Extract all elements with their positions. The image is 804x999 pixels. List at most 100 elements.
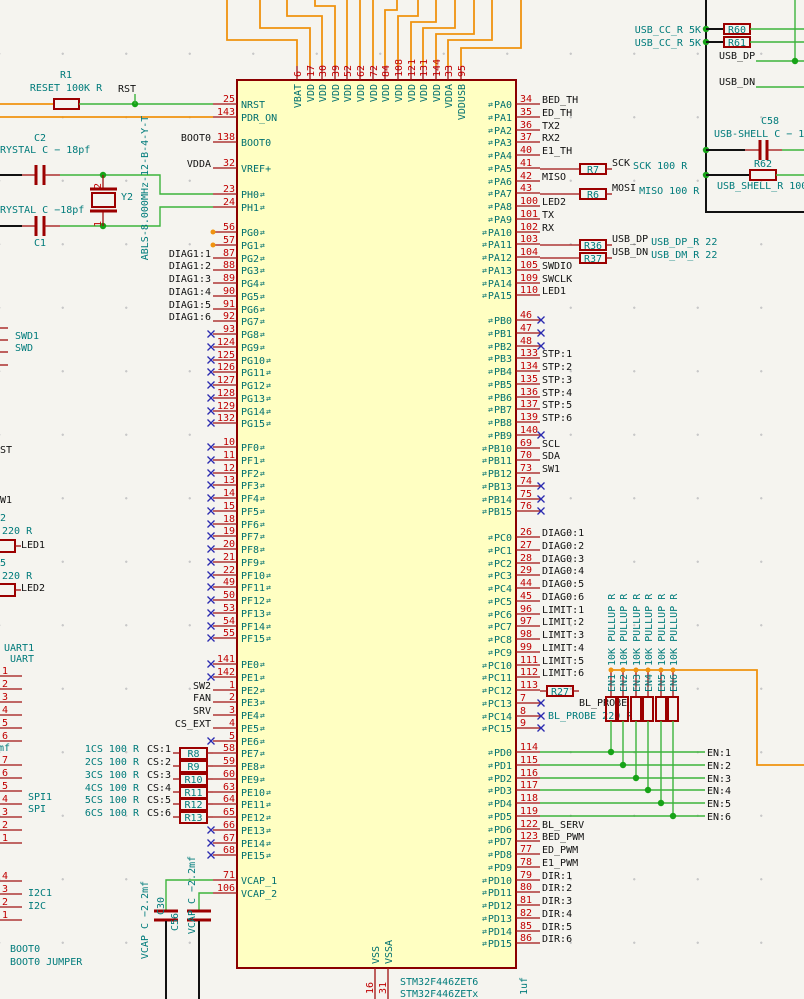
pin-pd9[interactable]: 78PD9⇄E1_PWM — [488, 857, 578, 874]
pin-pc14[interactable]: 8PC14⇄ — [482, 706, 545, 723]
pin-pc9[interactable]: 99PC9⇄LIMIT:4 — [488, 642, 584, 659]
pin-pd5[interactable]: 119PD5⇄EN:6 — [488, 806, 731, 823]
pin-pa11[interactable]: 103PA11⇄R36USB_DPUSB_DP_R 22 — [482, 234, 717, 252]
pin-pa10[interactable]: 102PA10⇄RX — [482, 222, 554, 239]
pin-pd7[interactable]: 123PD7⇄BED_PWM — [488, 831, 584, 848]
pullup-resistor-en6[interactable]: 10K PULLUP REN6 — [667, 593, 680, 816]
pin-pf1[interactable]: 11PF1⇄ — [207, 450, 266, 467]
pin-vcap_2[interactable]: 106VCAP_2 — [213, 883, 277, 900]
pin-pa9[interactable]: 101PA9⇄TX — [488, 209, 554, 226]
pin-pd15[interactable]: 86PD15⇄DIR:6 — [482, 933, 572, 950]
pin-pg14[interactable]: 129PG14⇄ — [207, 401, 272, 418]
pin-vddusb-95[interactable]: 95VDDUSB — [457, 65, 468, 120]
pin-pa15[interactable]: 110PA15⇄LED1 — [482, 285, 566, 302]
pin-vdda-33[interactable]: 33VDDA — [444, 65, 455, 108]
pin-pe2[interactable]: 1PE2⇄SW2 — [193, 680, 265, 697]
pin-pc4[interactable]: 44PC4⇄DIAG0:5 — [488, 578, 584, 595]
pin-pg11[interactable]: 126PG11⇄ — [207, 362, 272, 379]
pin-pf10[interactable]: 22PF10⇄ — [207, 565, 272, 582]
pin-pc12[interactable]: 113PC12⇄R27BL_PROBEBL_PROBE 220 R — [482, 680, 633, 722]
pin-pb15[interactable]: 76PB15⇄ — [482, 501, 545, 518]
pin-pc8[interactable]: 98PC8⇄LIMIT:3 — [488, 629, 584, 646]
pin-ph0[interactable]: 23PH0⇄ — [213, 184, 265, 201]
pin-pb6[interactable]: 136PB6⇄STP:4 — [488, 387, 572, 404]
pin-pg9[interactable]: 124PG9⇄ — [207, 337, 266, 354]
pin-pa8[interactable]: 100PA8⇄LED2 — [488, 196, 566, 213]
pin-vdd-30[interactable]: 30VDD — [318, 65, 329, 102]
pin-pg15[interactable]: 132PG15⇄ — [207, 413, 272, 430]
pin-pb13[interactable]: 74PB13⇄ — [482, 476, 545, 493]
pin-pf2[interactable]: 12PF2⇄ — [207, 463, 266, 480]
pin-pd14[interactable]: 85PD14⇄DIR:5 — [482, 921, 572, 938]
pin-vdd-62[interactable]: 62VDD — [356, 65, 367, 102]
pullup-resistor-en5[interactable]: 10K PULLUP REN5 — [655, 593, 668, 803]
pin-pb3[interactable]: 133PB3⇄STP:1 — [488, 348, 572, 365]
pin-vdd-52[interactable]: 52VDD — [343, 65, 354, 102]
pin-pg0[interactable]: 56PG0⇄ — [213, 222, 265, 239]
pin-pb0[interactable]: 46PB0⇄ — [488, 310, 545, 327]
pin-vdd-121[interactable]: 121VDD — [407, 59, 418, 102]
pin-pc15[interactable]: 9PC15⇄ — [482, 718, 545, 735]
pin-pa3[interactable]: 37PA3⇄RX2 — [488, 132, 560, 149]
pin-vdd-84[interactable]: 84VDD — [381, 65, 392, 102]
pin-pdr_on[interactable]: 143PDR_ON — [213, 107, 277, 124]
pin-vdd-144[interactable]: 144VDD — [432, 59, 443, 102]
pin-pa1[interactable]: 35PA1⇄ED_TH — [488, 107, 572, 124]
pin-pb1[interactable]: 47PB1⇄ — [488, 323, 545, 340]
pin-pc3[interactable]: 29PC3⇄DIAG0:4 — [488, 565, 584, 582]
pin-pd10[interactable]: 79PD10⇄DIR:1 — [482, 870, 572, 887]
pin-pf7[interactable]: 19PF7⇄ — [207, 526, 266, 543]
pin-pf8[interactable]: 20PF8⇄ — [207, 539, 266, 556]
pin-boot0[interactable]: 138BOOT0BOOT0 — [181, 132, 271, 149]
pin-pe12[interactable]: 65PE12⇄R136CS 100 RCS:6 — [85, 807, 271, 824]
pin-pc7[interactable]: 97PC7⇄LIMIT:2 — [488, 616, 584, 633]
pin-pc11[interactable]: 112PC11⇄LIMIT:6 — [482, 667, 584, 684]
pullup-resistor-en1[interactable]: 10K PULLUP REN1 — [605, 593, 618, 752]
pin-pb2[interactable]: 48PB2⇄ — [488, 336, 545, 353]
pin-vdd-108[interactable]: 108VDD — [394, 59, 405, 102]
pin-pa2[interactable]: 36PA2⇄TX2 — [488, 120, 560, 137]
pin-pe15[interactable]: 68PE15⇄ — [207, 845, 272, 862]
pin-pg5[interactable]: 90PG5⇄DIAG1:4 — [169, 286, 265, 303]
pin-pe4[interactable]: 3PE4⇄SRV — [193, 705, 265, 722]
pin-pf5[interactable]: 15PF5⇄ — [207, 501, 266, 518]
pin-pg2[interactable]: 87PG2⇄DIAG1:1 — [169, 248, 265, 265]
pin-pg4[interactable]: 89PG4⇄DIAG1:3 — [169, 273, 265, 290]
pin-pg10[interactable]: 125PG10⇄ — [207, 350, 272, 367]
pin-pd3[interactable]: 117PD3⇄EN:4 — [488, 780, 731, 797]
pin-pd11[interactable]: 80PD11⇄DIR:2 — [482, 882, 572, 899]
pin-pg13[interactable]: 128PG13⇄ — [207, 388, 272, 405]
pin-pa6[interactable]: 42PA6⇄MISO — [488, 171, 566, 188]
pin-pb7[interactable]: 137PB7⇄STP:5 — [488, 399, 572, 416]
pin-pd13[interactable]: 82PD13⇄DIR:4 — [482, 908, 572, 925]
pin-pb10[interactable]: 69PB10⇄SCL — [482, 438, 560, 455]
pin-ph1[interactable]: 24PH1⇄ — [213, 197, 265, 214]
pin-pg7[interactable]: 92PG7⇄DIAG1:6 — [169, 311, 265, 328]
pin-pg6[interactable]: 91PG6⇄DIAG1:5 — [169, 299, 265, 316]
pin-pd2[interactable]: 116PD2⇄EN:3 — [488, 768, 731, 785]
pullup-resistor-en4[interactable]: 10K PULLUP REN4 — [642, 593, 655, 790]
pin-pc5[interactable]: 45PC5⇄DIAG0:6 — [488, 591, 584, 608]
pin-pf15[interactable]: 55PF15⇄ — [207, 628, 272, 645]
pin-pg3[interactable]: 88PG3⇄DIAG1:2 — [169, 260, 265, 277]
pin-pd12[interactable]: 81PD12⇄DIR:3 — [482, 895, 572, 912]
pin-vdd-17[interactable]: 17VDD — [306, 65, 317, 102]
pin-pd4[interactable]: 118PD4⇄EN:5 — [488, 793, 731, 810]
pin-pe1[interactable]: 142PE1⇄ — [207, 667, 266, 684]
pin-pa5[interactable]: 41PA5⇄R7SCKSCK 100 R — [488, 158, 688, 176]
pin-pf4[interactable]: 14PF4⇄ — [207, 488, 266, 505]
pin-pc0[interactable]: 26PC0⇄DIAG0:1 — [488, 527, 584, 544]
pin-pe3[interactable]: 2PE3⇄FAN — [193, 692, 265, 709]
pin-vdd-39[interactable]: 39VDD — [331, 65, 342, 102]
pin-pf0[interactable]: 10PF0⇄ — [207, 437, 266, 454]
pin-pb8[interactable]: 139PB8⇄STP:6 — [488, 412, 572, 429]
pin-pe9[interactable]: 60PE9⇄R103CS 100 RCS:3 — [85, 769, 265, 786]
pin-pd6[interactable]: 122PD6⇄BL_SERV — [488, 819, 584, 836]
pin-pf13[interactable]: 53PF13⇄ — [207, 603, 272, 620]
pin-vdd-72[interactable]: 72VDD — [369, 65, 380, 102]
pin-pc10[interactable]: 111PC10⇄LIMIT:5 — [482, 655, 584, 672]
pin-pf11[interactable]: 49PF11⇄ — [207, 577, 272, 594]
pin-pe6[interactable]: 5PE6⇄ — [207, 731, 266, 748]
pin-vss[interactable]: VSS16 — [365, 946, 382, 999]
pin-vssa[interactable]: VSSA31 — [378, 940, 395, 999]
